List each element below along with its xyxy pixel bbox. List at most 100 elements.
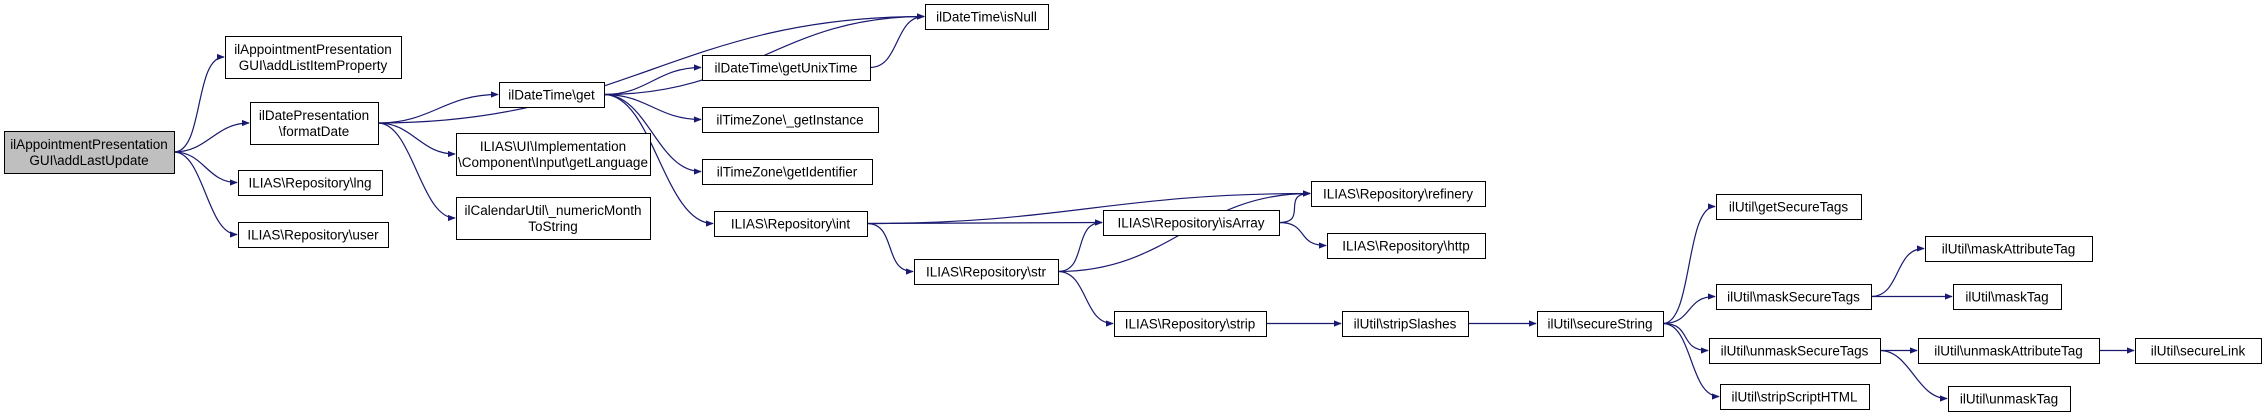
node-label-line: ToString <box>528 219 578 234</box>
node-box <box>1716 284 1872 310</box>
node-dt_isNull[interactable]: ilDateTime\isNull <box>925 4 1049 30</box>
node-maskTag[interactable]: ilUtil\maskTag <box>1953 284 2062 310</box>
node-repo_user[interactable]: ILIAS\Repository\user <box>238 222 389 248</box>
edge-dt_get-to-dt_getUnixTime <box>603 64 702 96</box>
edge-secureString-to-stripScriptHTML <box>1662 322 1720 400</box>
node-box <box>456 133 651 176</box>
edge-unmaskSecureTags-to-unmaskTag <box>1879 349 1948 402</box>
node-label-line: ilDateTime\getUnixTime <box>714 61 857 76</box>
node-addLastUpdate[interactable]: ilAppointmentPresentationGUI\addLastUpda… <box>4 131 175 174</box>
node-label-line: ilCalendarUtil\_numericMonth <box>464 203 641 218</box>
node-repo_isArray[interactable]: ILIAS\Repository\isArray <box>1103 210 1280 236</box>
node-box <box>456 197 651 240</box>
edge-dt_get-to-repo_int <box>603 93 714 227</box>
node-secureString[interactable]: ilUtil\secureString <box>1537 311 1664 337</box>
node-box <box>914 259 1059 285</box>
node-unmaskTag[interactable]: ilUtil\unmaskTag <box>1948 386 2071 412</box>
node-maskAttributeTag[interactable]: ilUtil\maskAttributeTag <box>1925 236 2093 262</box>
node-box <box>702 107 879 133</box>
node-dt_getUnixTime[interactable]: ilDateTime\getUnixTime <box>702 55 871 81</box>
node-getSecureTags[interactable]: ilUtil\getSecureTags <box>1716 194 1862 220</box>
edge-repo_int-to-repo_str <box>866 222 914 275</box>
node-dt_get[interactable]: ilDateTime\get <box>499 82 605 108</box>
node-stripSlashes[interactable]: ilUtil\stripSlashes <box>1342 311 1469 337</box>
node-unmaskSecureTags[interactable]: ilUtil\unmaskSecureTags <box>1709 338 1881 364</box>
node-label-line: ILIAS\Repository\strip <box>1125 317 1256 332</box>
node-label-line: ILIAS\Repository\http <box>1342 239 1470 254</box>
edge-dt_getUnixTime-to-dt_isNull <box>869 13 925 69</box>
node-box <box>1537 311 1664 337</box>
node-repo_lng[interactable]: ILIAS\Repository\lng <box>238 170 383 196</box>
node-label-line: ilUtil\secureString <box>1547 317 1652 332</box>
edge-addLastUpdate-to-repo_lng <box>173 151 238 186</box>
node-box <box>714 211 868 237</box>
node-box <box>925 4 1049 30</box>
node-box <box>225 36 402 79</box>
edge-secureString-to-unmaskSecureTags <box>1662 322 1709 354</box>
edge-formatDate-to-numericMonth <box>377 122 456 222</box>
edge-maskSecureTags-to-maskAttributeTag <box>1870 245 1925 298</box>
node-label-line: GUI\addLastUpdate <box>29 153 148 168</box>
node-label-line: ilDateTime\isNull <box>936 10 1037 25</box>
node-maskSecureTags[interactable]: ilUtil\maskSecureTags <box>1716 284 1872 310</box>
node-repo_refinery[interactable]: ILIAS\Repository\refinery <box>1311 181 1486 207</box>
node-secureLink[interactable]: ilUtil\secureLink <box>2135 338 2262 364</box>
edge-addLastUpdate-to-repo_user <box>173 151 238 238</box>
node-label-line: ILIAS\Repository\lng <box>248 176 371 191</box>
node-label-line: ilAppointmentPresentation <box>10 137 168 152</box>
node-repo_http[interactable]: ILIAS\Repository\http <box>1327 233 1486 259</box>
edge-secureString-to-maskSecureTags <box>1662 293 1716 325</box>
node-label-line: GUI\addListItemProperty <box>239 58 388 73</box>
node-formatDate[interactable]: ilDatePresentation\formatDate <box>250 102 379 145</box>
node-label-line: ilAppointmentPresentation <box>234 42 392 57</box>
node-label-line: ILIAS\Repository\refinery <box>1323 187 1473 202</box>
node-label-line: ilDateTime\get <box>508 88 595 103</box>
node-box <box>1720 384 1870 410</box>
node-label-line: \formatDate <box>279 124 350 139</box>
node-label-line: ilUtil\unmaskTag <box>1960 392 2058 407</box>
node-box <box>2135 338 2262 364</box>
edge-repo_str-to-repo_isArray <box>1057 219 1103 273</box>
edge-repo_str-to-repo_strip <box>1057 270 1114 327</box>
node-box <box>250 102 379 145</box>
node-repo_int[interactable]: ILIAS\Repository\int <box>714 211 868 237</box>
node-box <box>499 82 605 108</box>
node-label-line: ILIAS\Repository\str <box>926 265 1047 280</box>
node-box <box>238 222 389 248</box>
edge-repo_int-to-repo_isArray <box>866 219 1103 226</box>
node-tz_getInstance[interactable]: ilTimeZone\_getInstance <box>702 107 879 133</box>
node-label-line: ilUtil\secureLink <box>2151 344 2246 359</box>
edge-formatDate-to-dt_isNull <box>377 13 925 124</box>
nodes-layer: ilAppointmentPresentationGUI\addLastUpda… <box>4 4 2262 412</box>
node-getLanguage[interactable]: ILIAS\UI\Implementation\Component\Input\… <box>456 133 651 176</box>
node-label-line: ilTimeZone\getIdentifier <box>717 165 858 180</box>
edge-formatDate-to-dt_get <box>377 91 499 124</box>
node-label-line: ilTimeZone\_getInstance <box>716 113 863 128</box>
node-box <box>702 159 873 185</box>
node-repo_strip[interactable]: ILIAS\Repository\strip <box>1114 311 1267 337</box>
node-addListItemProperty[interactable]: ilAppointmentPresentationGUI\addListItem… <box>225 36 402 79</box>
edge-secureString-to-getSecureTags <box>1662 203 1716 325</box>
node-box <box>1114 311 1267 337</box>
node-label-line: ilUtil\unmaskAttributeTag <box>1934 344 2083 359</box>
node-box <box>1709 338 1881 364</box>
node-unmaskAttributeTag[interactable]: ilUtil\unmaskAttributeTag <box>1918 338 2100 364</box>
node-box <box>1953 284 2062 310</box>
edge-repo_isArray-to-repo_refinery <box>1278 190 1311 224</box>
node-label-line: ILIAS\Repository\user <box>247 228 379 243</box>
node-box <box>1716 194 1862 220</box>
node-box <box>1342 311 1469 337</box>
node-label-line: ilUtil\stripScriptHTML <box>1731 390 1858 405</box>
node-label-line: ilUtil\maskAttributeTag <box>1942 242 2076 257</box>
node-box <box>1925 236 2093 262</box>
node-tz_getIdentifier[interactable]: ilTimeZone\getIdentifier <box>702 159 873 185</box>
node-label-line: \Component\Input\getLanguage <box>458 155 648 170</box>
node-box <box>4 131 175 174</box>
edge-dt_get-to-tz_getInstance <box>603 93 702 123</box>
node-label-line: ilUtil\unmaskSecureTags <box>1721 344 1869 359</box>
node-repo_str[interactable]: ILIAS\Repository\str <box>914 259 1059 285</box>
node-label-line: ilUtil\stripSlashes <box>1354 317 1457 332</box>
node-stripScriptHTML[interactable]: ilUtil\stripScriptHTML <box>1720 384 1870 410</box>
